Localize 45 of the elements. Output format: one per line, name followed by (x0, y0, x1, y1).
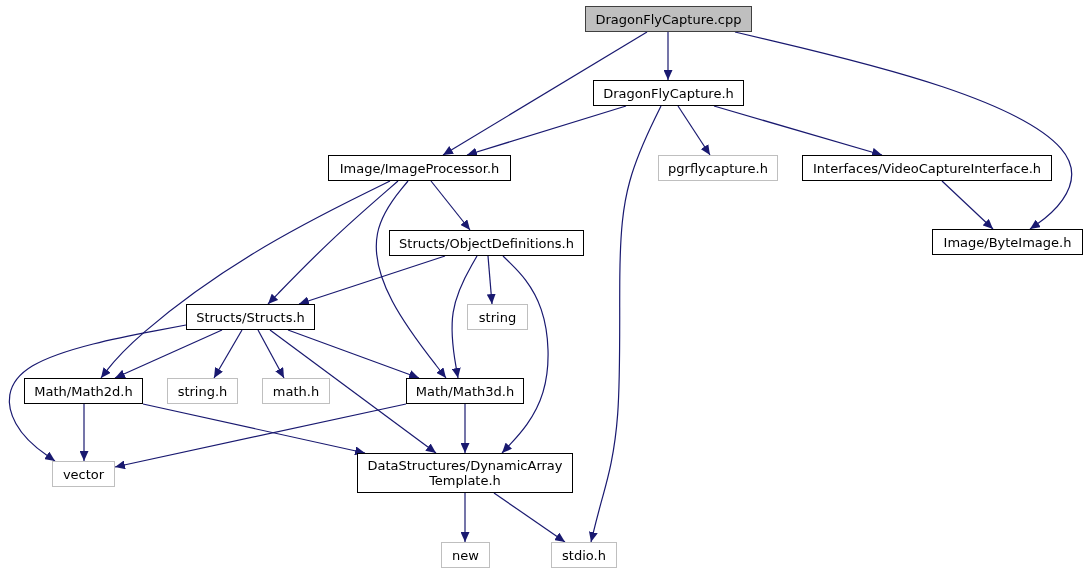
arrow (941, 180, 994, 230)
arrow (114, 403, 407, 470)
arrow (257, 329, 285, 379)
file-node: math.h (262, 378, 330, 404)
file-node: DragonFlyCapture.h (593, 80, 744, 106)
arrow (8, 324, 187, 462)
arrow (501, 255, 549, 454)
arrow (267, 180, 399, 305)
arrow (713, 105, 883, 157)
file-node: Image/ByteImage.h (932, 229, 1083, 255)
file-node: Math/Math3d.h (406, 378, 524, 404)
file-node: Interfaces/VideoCaptureInterface.h (802, 155, 1052, 181)
file-node: Math/Math2d.h (24, 378, 143, 404)
arrow (493, 492, 566, 543)
file-node: Structs/Structs.h (186, 304, 315, 330)
arrow (460, 492, 470, 543)
arrow (375, 180, 447, 379)
arrow (287, 329, 420, 379)
arrow (734, 31, 1073, 230)
file-node: vector (52, 461, 115, 487)
arrow (269, 329, 437, 454)
arrow (79, 403, 89, 462)
file-node: string.h (167, 378, 238, 404)
file-node: DataStructures/DynamicArray Template.h (357, 453, 573, 493)
arrow (589, 105, 662, 543)
arrow (442, 31, 648, 156)
arrow (460, 403, 470, 454)
arrow (114, 329, 223, 379)
arrow (466, 105, 627, 157)
file-node: string (467, 304, 528, 330)
arrow (298, 255, 446, 306)
arrow (213, 329, 243, 379)
arrow (430, 180, 471, 231)
file-node: pgrflycapture.h (658, 155, 778, 181)
arrow (677, 105, 711, 156)
arrow (142, 403, 366, 456)
file-node: new (441, 542, 490, 568)
arrow (663, 31, 673, 81)
file-node: stdio.h (551, 542, 617, 568)
file-node: Image/ImageProcessor.h (328, 155, 511, 181)
arrow (486, 255, 496, 305)
file-node: Structs/ObjectDefinitions.h (389, 230, 584, 256)
file-node: DragonFlyCapture.cpp (585, 6, 752, 32)
arrow (100, 180, 391, 379)
arrow (451, 255, 478, 379)
